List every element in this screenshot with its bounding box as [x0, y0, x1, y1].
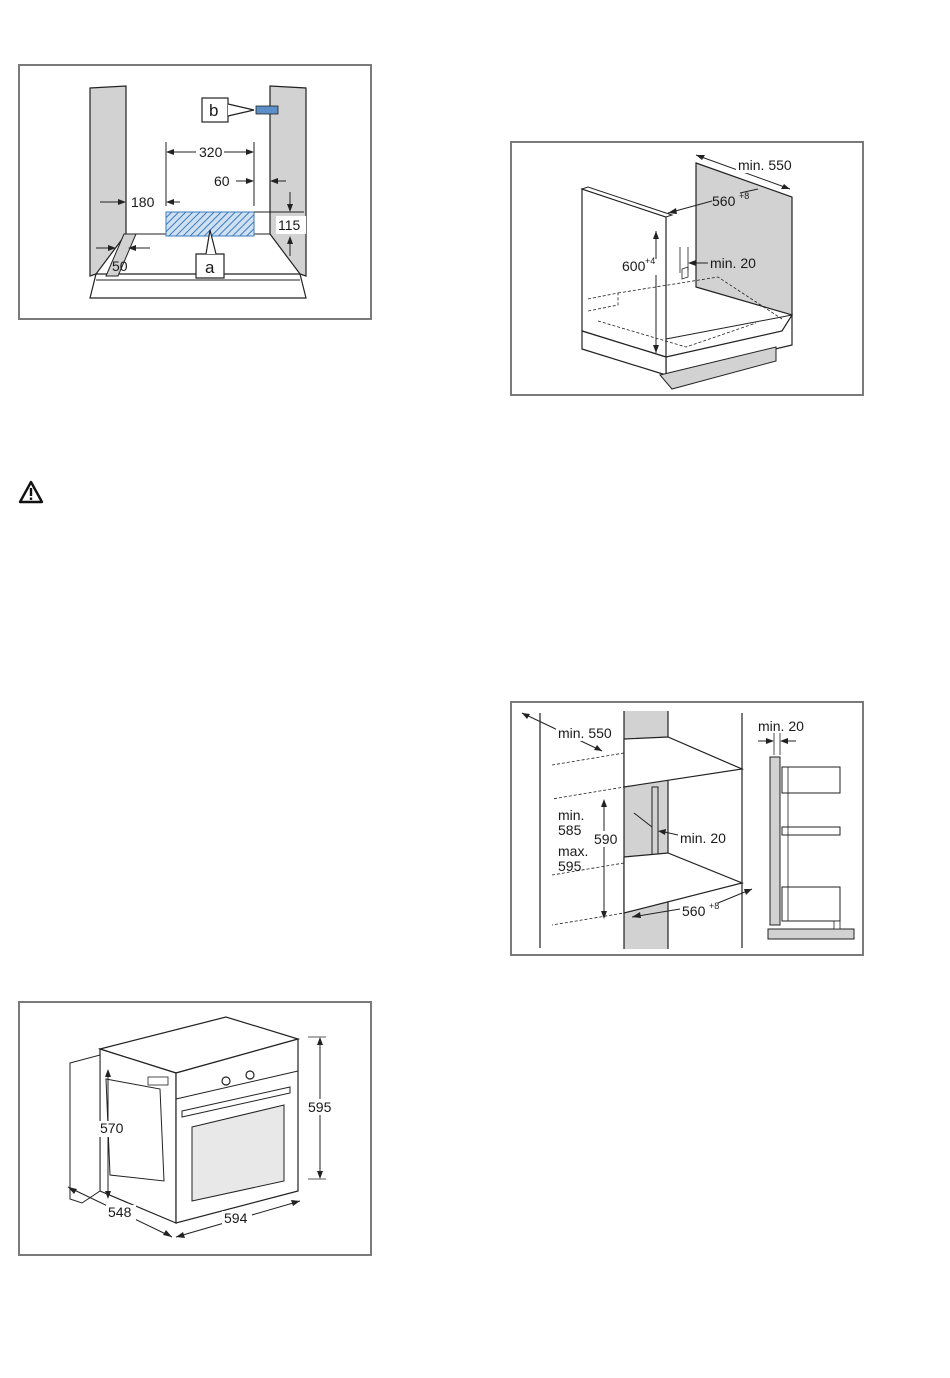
tall-cabinet-gap-side: min. 20: [680, 830, 726, 846]
label-b: b: [209, 101, 218, 120]
cabinet-cutout-drawing: 320 60 180 115 50 a b: [20, 66, 374, 322]
tall-cabinet-min-value: 585: [558, 822, 582, 838]
under-counter-depth: min. 550: [738, 157, 792, 173]
warning-triangle-icon: [18, 480, 44, 504]
tall-cabinet-depth: min. 550: [558, 725, 612, 741]
under-counter-drawing: min. 550 560 +8 600 +4 min. 20: [512, 143, 866, 398]
tall-cabinet-drawing: min. 550 min. 585 590 max. 595 min. 20 5…: [512, 703, 866, 958]
label-a: a: [205, 258, 215, 277]
tall-cabinet-width: 560: [682, 903, 706, 919]
tall-cabinet-height: 590: [594, 831, 618, 847]
bracket-b: [256, 106, 278, 114]
appliance-drawing: 595 570 548 594: [20, 1003, 374, 1258]
figure-tall-cabinet: min. 550 min. 585 590 max. 595 min. 20 5…: [510, 701, 864, 956]
appliance-width: 594: [224, 1210, 248, 1226]
under-counter-height-tol: +4: [645, 256, 655, 266]
tall-cabinet-max-label: max.: [558, 843, 588, 859]
figure-appliance: 595 570 548 594: [18, 1001, 372, 1256]
dim-180: 180: [131, 194, 155, 210]
under-counter-width: 560: [712, 193, 736, 209]
tall-cabinet-max-value: 595: [558, 858, 582, 874]
under-counter-gap: min. 20: [710, 255, 756, 271]
under-counter-height: 600: [622, 258, 646, 274]
dim-60: 60: [214, 173, 230, 189]
figure-cabinet-cutout: 320 60 180 115 50 a b: [18, 64, 372, 320]
tall-cabinet-width-tol: +8: [709, 901, 719, 911]
dim-50: 50: [112, 258, 128, 274]
appliance-depth: 548: [108, 1204, 132, 1220]
tall-cabinet-min-label: min.: [558, 807, 584, 823]
under-counter-width-tol: +8: [739, 191, 749, 201]
appliance-height: 595: [308, 1099, 332, 1115]
tall-cabinet-gap-top: min. 20: [758, 718, 804, 734]
figure-under-counter: min. 550 560 +8 600 +4 min. 20: [510, 141, 864, 396]
dim-320: 320: [199, 144, 223, 160]
appliance-door-height: 570: [100, 1120, 124, 1136]
dim-115: 115: [278, 217, 301, 233]
